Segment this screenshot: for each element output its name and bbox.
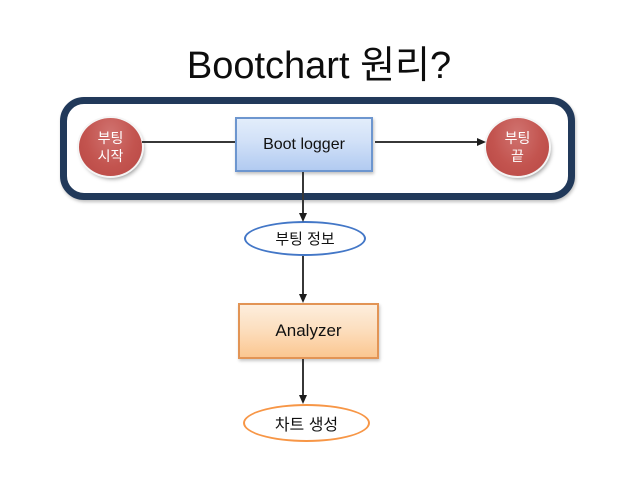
arrowhead-down-icon xyxy=(299,294,307,303)
arrowhead-down-icon xyxy=(299,395,307,404)
node-boot-start-label-line2: 시작 xyxy=(97,148,124,164)
node-boot-start-label-line1: 부팅 xyxy=(97,130,124,146)
node-boot-info: 부팅 정보 xyxy=(244,221,366,256)
node-analyzer-label: Analyzer xyxy=(275,321,342,340)
arrowhead-down-icon xyxy=(299,213,307,222)
node-analyzer: Analyzer xyxy=(238,303,379,359)
slide-title: Bootchart 원리? xyxy=(186,45,452,87)
node-boot-logger-label: Boot logger xyxy=(263,135,345,153)
node-chart-generation-label: 차트 생성 xyxy=(274,417,339,434)
node-boot-start: 부팅 시작 xyxy=(79,118,142,176)
node-boot-info-label: 부팅 정보 xyxy=(275,231,335,248)
node-boot-end-label-line1: 부팅 xyxy=(504,130,531,146)
node-boot-end: 부팅 끝 xyxy=(486,118,549,176)
node-boot-end-label-line2: 끝 xyxy=(511,148,524,164)
arrowhead-right-icon xyxy=(477,138,486,146)
edge-start-to-logger xyxy=(142,141,235,143)
edge-logger-to-info xyxy=(302,172,304,214)
edge-logger-to-end xyxy=(375,141,478,143)
edge-info-to-analyzer xyxy=(302,256,304,296)
node-boot-logger: Boot logger xyxy=(235,117,373,172)
node-chart-generation: 차트 생성 xyxy=(243,404,370,442)
edge-analyzer-to-chart xyxy=(302,359,304,397)
